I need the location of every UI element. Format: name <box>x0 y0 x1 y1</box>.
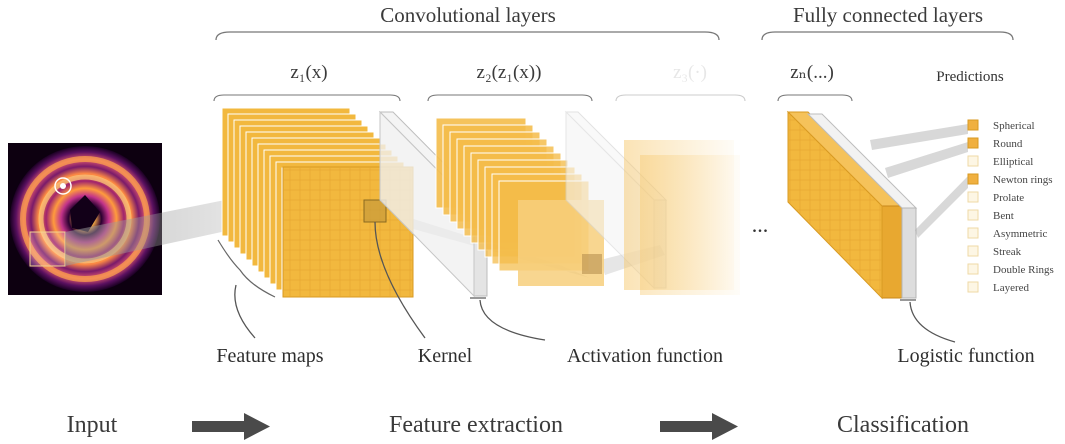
prediction-label: Layered <box>993 282 1030 294</box>
feature-maps-label: Feature maps <box>216 345 323 367</box>
prediction-label: Bent <box>993 210 1014 222</box>
zn-brace <box>777 94 853 102</box>
prediction-checkbox <box>967 245 979 257</box>
kernel-pointer <box>374 221 426 339</box>
formula-z1: z₁(x) <box>290 62 327 83</box>
prediction-checkbox <box>967 119 979 131</box>
logistic-pointer <box>909 301 956 343</box>
pred-beam-1 <box>870 124 968 150</box>
pipeline-feature-extraction: Feature extraction <box>389 412 563 438</box>
prediction-checkbox <box>967 191 979 203</box>
fc-layer <box>786 110 904 300</box>
formula-z3: z₃(·) <box>673 62 707 83</box>
kernel-label: Kernel <box>418 345 473 367</box>
prediction-checkbox <box>967 263 979 275</box>
conv-brace <box>215 31 720 41</box>
prediction-checkbox <box>967 209 979 221</box>
pipeline-input: Input <box>67 412 118 438</box>
prediction-label: Double Rings <box>993 264 1054 276</box>
activation-pointer <box>479 299 546 341</box>
feature-maps-brace <box>217 239 276 298</box>
feature-map-stack-2 <box>435 117 604 286</box>
formula-zn: zₙ(...) <box>790 62 834 83</box>
z2-brace <box>427 94 593 102</box>
prediction-label: Asymmetric <box>993 228 1047 240</box>
fc-layers-header: Fully connected layers <box>793 3 983 27</box>
prediction-label: Spherical <box>993 120 1035 132</box>
layers-ellipsis: ... <box>752 212 769 237</box>
prediction-label: Streak <box>993 246 1022 258</box>
pred-beam-3 <box>915 176 968 238</box>
prediction-checkbox <box>967 227 979 239</box>
logistic-function-label: Logistic function <box>897 345 1034 367</box>
pipeline-classification: Classification <box>837 412 969 438</box>
pred-beam-2 <box>885 142 968 178</box>
conv-layers-header: Convolutional layers <box>380 3 556 27</box>
arrow-1 <box>192 413 270 440</box>
predictions-title: Predictions <box>936 69 1004 85</box>
logistic-slab <box>806 113 918 299</box>
prediction-label: Newton rings <box>993 174 1053 186</box>
feature-maps-pointer <box>234 284 256 339</box>
arrow-2 <box>660 413 738 440</box>
prediction-checkbox <box>967 173 979 185</box>
prediction-checkbox <box>967 137 979 149</box>
z3-brace <box>615 94 746 102</box>
z1-brace <box>213 94 401 102</box>
kernel-square-2 <box>582 254 602 274</box>
prediction-label: Round <box>993 138 1023 150</box>
feature-map-stack-1 <box>221 107 414 298</box>
prediction-label: Prolate <box>993 192 1024 204</box>
prediction-checkbox <box>967 155 979 167</box>
fc-brace <box>761 31 1014 41</box>
feature-map-stack-3 <box>624 140 740 295</box>
prediction-label: Elliptical <box>993 156 1033 168</box>
activation-function-label: Activation function <box>567 345 723 367</box>
prediction-checkbox <box>967 281 979 293</box>
formula-z2: z₂(z₁(x)) <box>477 62 542 83</box>
